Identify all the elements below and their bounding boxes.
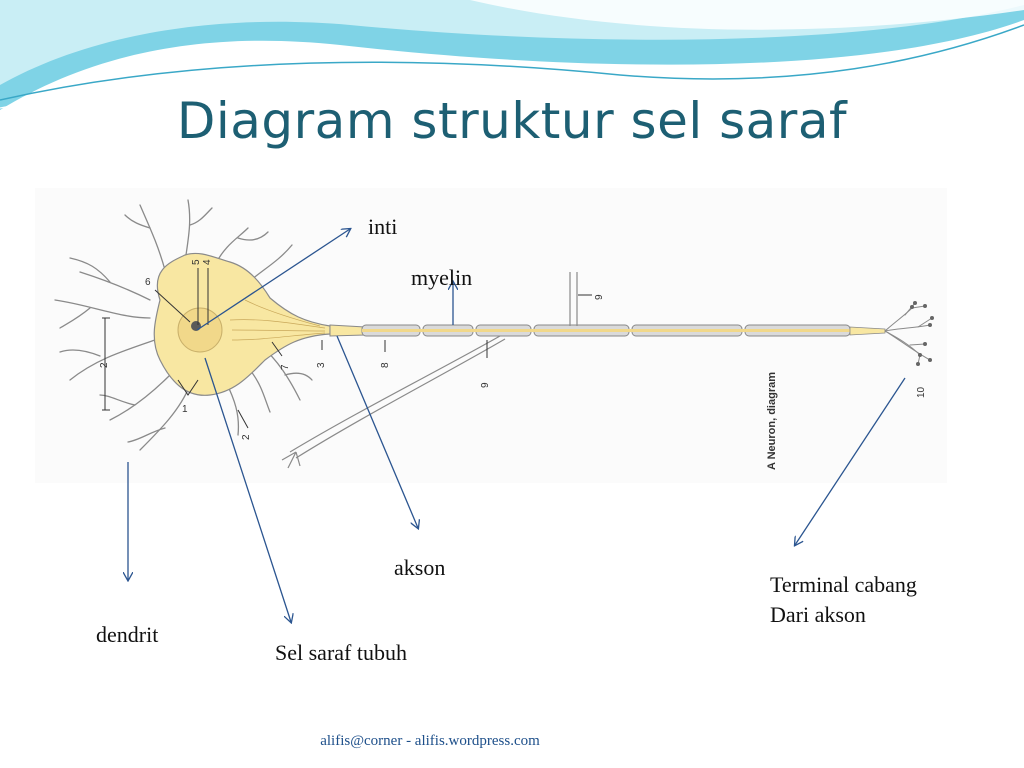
header-banner: [0, 0, 1024, 110]
arrow-akson: [336, 335, 418, 528]
neurofibrils: [229, 299, 326, 341]
slide-footer: alifis@corner - alifis.wordpress.com: [320, 733, 540, 749]
label-sel-saraf-tubuh: Sel saraf tubuh: [275, 640, 407, 665]
label-dendrit: dendrit: [96, 622, 159, 647]
arrow-inti: [196, 229, 350, 331]
axon-terminals: [884, 302, 933, 365]
figure-number: 2: [241, 434, 252, 440]
arrow-sel-saraf-tubuh: [204, 357, 291, 622]
annotation-arrows: [128, 229, 906, 622]
label-inti: inti: [368, 214, 398, 239]
nucleus: [177, 307, 223, 353]
figure-leaders: [102, 268, 592, 429]
label-terminal-line2: Dari akson: [770, 602, 866, 627]
banner-line: [0, 39, 1024, 109]
nucleolus: [191, 321, 201, 331]
banner-line: [0, 24, 1024, 101]
terminal-boutons: [910, 301, 934, 366]
figure-number-labels: 2 1 6 5 4 7 3 8 9 9 2 10: [99, 259, 927, 440]
label-terminal-line1: Terminal cabang: [770, 572, 917, 597]
figure-number: 5: [191, 259, 202, 265]
axon-terminal-segment: [849, 326, 886, 336]
figure-number: 6: [145, 277, 151, 288]
figure-number: 9: [480, 382, 491, 388]
slide-title: Diagram struktur sel saraf: [176, 92, 848, 150]
banner-white-wave: [470, 0, 1024, 30]
axon-collateral-upper: [569, 272, 578, 326]
figure-number: 10: [916, 386, 927, 398]
figure-caption: A Neuron, diagram: [766, 372, 778, 470]
figure-number: 9: [594, 294, 605, 300]
label-akson: akson: [394, 555, 446, 580]
arrow-terminal: [795, 377, 906, 545]
figure-number: 4: [202, 259, 213, 265]
figure-number: 3: [316, 362, 327, 368]
figure-number: 2: [99, 362, 110, 368]
label-myelin: myelin: [411, 265, 473, 290]
axon-collateral: [281, 335, 506, 469]
figure-number: 1: [182, 404, 188, 415]
axon-initial-segment: [329, 324, 366, 337]
figure-number: 8: [380, 362, 391, 368]
figure-number: 7: [280, 364, 291, 370]
